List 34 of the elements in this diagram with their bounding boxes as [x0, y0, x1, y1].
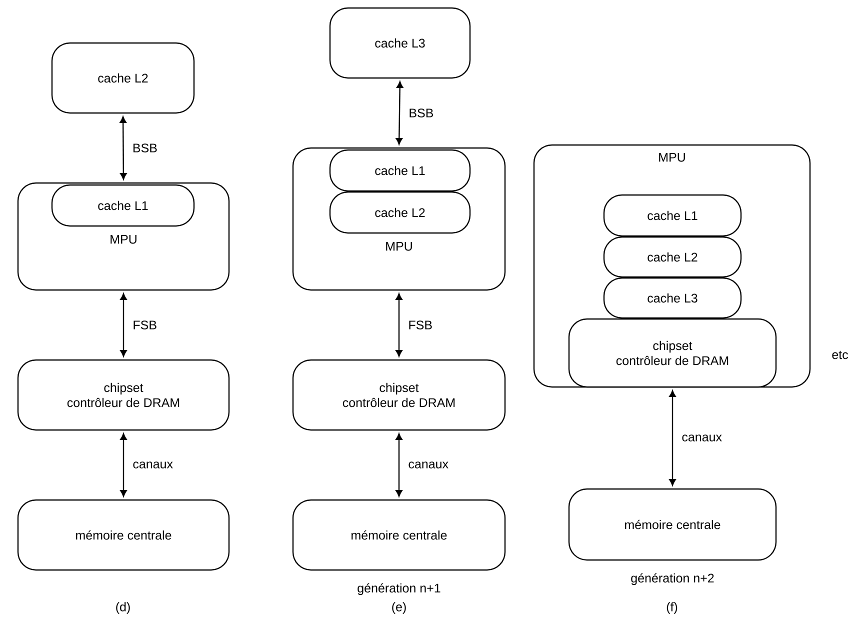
caption-text: génération n+1 — [358, 583, 440, 595]
rounded-box: cache L1 — [329, 149, 471, 192]
rounded-box: mémoire centrale — [292, 499, 506, 571]
edge-label: canaux — [133, 462, 173, 468]
rounded-box: mémoire centrale — [568, 488, 777, 561]
rounded-box: cache L2 — [51, 42, 195, 114]
double-arrow — [396, 81, 404, 145]
double-arrow — [396, 433, 402, 497]
caption-text: génération n+2 — [631, 573, 714, 585]
rounded-box: cache L2 — [329, 191, 471, 234]
rounded-box: cache L1 — [603, 194, 742, 237]
panel-label: (f) — [666, 602, 678, 614]
edge-label: BSB — [410, 108, 434, 118]
panel-label: (e) — [392, 602, 406, 614]
double-arrow — [120, 433, 127, 497]
edge-label: FSB — [409, 320, 432, 330]
double-arrow — [120, 293, 127, 357]
double-arrow — [669, 390, 676, 486]
double-arrow — [396, 293, 402, 357]
edge-label: FSB — [134, 320, 156, 330]
rounded-box: mémoire centrale — [17, 499, 230, 571]
rounded-box: cache L3 — [329, 7, 471, 79]
rounded-box: chipset contrôleur de DRAM — [568, 318, 777, 388]
rounded-box: cache L3 — [603, 277, 742, 319]
rounded-box: cache L2 — [603, 236, 742, 278]
panel-label: (d) — [116, 602, 130, 614]
double-arrow — [120, 116, 127, 180]
edge-label: canaux — [408, 462, 448, 468]
edge-label: canaux — [682, 434, 722, 442]
panel-label: etc — [832, 350, 848, 360]
rounded-box: cache L1 — [51, 184, 195, 227]
rounded-box: chipset contrôleur de DRAM — [292, 359, 506, 431]
edge-label: BSB — [133, 144, 157, 152]
rounded-box: chipset contrôleur de DRAM — [17, 359, 230, 431]
